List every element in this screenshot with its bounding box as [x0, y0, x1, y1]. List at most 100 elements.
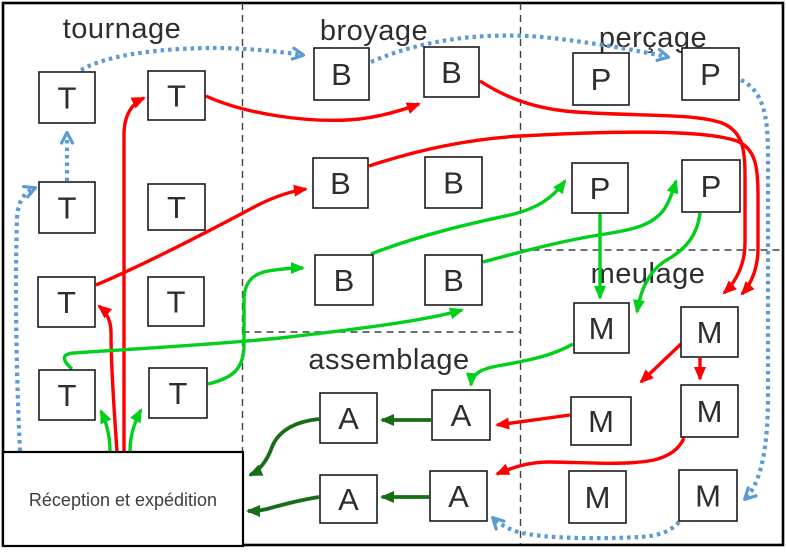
flow-route-green-P2R-to-M1L: [632, 212, 702, 314]
station-T4L-letter: T: [58, 378, 77, 413]
station-T1R-letter: T: [167, 79, 186, 114]
flow-route-green-B3L-to-P2L: [370, 179, 567, 256]
station-T4R: T: [148, 367, 208, 419]
flow-route-red-reception-to-T3L: [97, 304, 119, 452]
station-T4R-box: [148, 367, 208, 419]
flow-route-darkgreen-A1L-to-reception: [248, 417, 320, 477]
station-T3L: T: [37, 276, 96, 328]
flow-route-blue-B1L-to-P1R: [370, 33, 671, 64]
flow-route-darkgreen-A2L-to-reception: [246, 495, 320, 517]
station-P1L: P: [572, 52, 630, 106]
station-B3L: B: [314, 254, 374, 306]
station-M1R-box: [680, 306, 739, 358]
station-M3L-box: [568, 470, 627, 524]
station-T2L-letter: T: [58, 191, 77, 226]
station-B2R-letter: B: [443, 166, 464, 201]
flow-route-blue-M3R-to-A2R: [491, 516, 681, 541]
flow-route-blue-P1R-to-M3R: [739, 78, 771, 501]
flow-route-red-M1R-to-M2L: [639, 341, 684, 384]
station-M1L-letter: M: [589, 311, 615, 346]
reception-box: [1, 450, 245, 548]
station-B2L: B: [312, 157, 369, 209]
station-M2L: M: [570, 396, 632, 446]
station-T1L-letter: T: [58, 81, 77, 116]
station-T3L-letter: T: [57, 285, 76, 320]
station-T2L-box: [38, 181, 96, 234]
reception-label: Réception et expédition: [29, 490, 217, 510]
route-darkgreen: [246, 414, 431, 517]
station-B3R: B: [424, 254, 483, 306]
station-B2L-box: [312, 157, 369, 209]
station-M1R-letter: M: [697, 315, 723, 350]
station-P2R-box: [681, 159, 741, 213]
station-T2L: T: [38, 181, 96, 234]
station-B1L-box: [313, 47, 370, 101]
station-B1L-letter: B: [331, 57, 352, 92]
station-B1R-letter: B: [441, 55, 462, 90]
station-T1R-box: [147, 70, 206, 121]
station-B2R-box: [424, 156, 483, 209]
station-P2R-letter: P: [701, 169, 722, 204]
flow-route-red-reception-to-T1R: [122, 96, 146, 451]
flow-route-green-B3R-to-P2R: [482, 179, 679, 264]
flow-route-red-B2L-to-M1R: [368, 130, 760, 296]
station-P2R: P: [681, 159, 741, 213]
flow-route-green-reception-to-T4R: [128, 408, 143, 452]
station-A1R-box: [431, 389, 491, 441]
station-T3R-box: [147, 276, 205, 327]
station-A2L-letter: A: [338, 482, 359, 517]
station-M3L-letter: M: [585, 480, 611, 515]
station-B1L: B: [313, 47, 370, 101]
flow-route-green-M1L-to-A1R: [465, 342, 574, 387]
route-blue: [13, 33, 771, 541]
station-M2R-box: [680, 384, 739, 438]
station-P1R-letter: P: [700, 57, 721, 92]
station-T3L-box: [37, 276, 96, 328]
station-P1R: P: [681, 47, 740, 101]
station-A1L-box: [319, 392, 378, 444]
flow-route-red-B1R-to-M1R: [479, 79, 747, 295]
station-M3R-letter: M: [695, 479, 721, 514]
station-B1R-box: [423, 46, 480, 98]
zone-label-tournage: tournage: [63, 13, 182, 45]
flow-route-red-T3L-to-B2L: [95, 184, 308, 287]
station-M2L-letter: M: [588, 404, 614, 439]
station-M1R: M: [680, 306, 739, 358]
station-B3L-box: [314, 254, 374, 306]
station-A2L-box: [319, 474, 378, 524]
station-A2R-letter: A: [448, 479, 469, 514]
station-A1L: A: [319, 392, 378, 444]
station-T1R: T: [147, 70, 206, 121]
station-A2R-box: [429, 470, 488, 522]
flow-route-green-T4L-to-B3R: [62, 307, 464, 371]
station-A1L-letter: A: [338, 401, 359, 436]
flow-route-blue-reception-to-T2L: [13, 185, 38, 452]
station-P2L-letter: P: [590, 171, 611, 206]
station-T4R-letter: T: [169, 376, 188, 411]
station-M1L: M: [573, 302, 630, 354]
station-P1R-box: [681, 47, 740, 101]
zone-label-assemblage: assemblage: [308, 344, 469, 376]
zone-label-broyage: broyage: [320, 15, 428, 47]
station-M2R-letter: M: [697, 394, 723, 429]
station-B3R-letter: B: [443, 263, 464, 298]
flow-route-green-reception-to-T4L: [99, 409, 112, 452]
station-T2R: T: [147, 183, 206, 231]
station-T4L: T: [38, 369, 96, 421]
route-green: [62, 179, 702, 452]
flow-route-blue-T1L-to-B1L: [79, 45, 306, 72]
station-B3L-letter: B: [334, 263, 355, 298]
station-P2L: P: [571, 162, 629, 214]
station-M3L: M: [568, 470, 627, 524]
station-B3R-box: [424, 254, 483, 306]
flow-route-red-M2L-to-A1R: [495, 413, 571, 430]
flow-route-green-T4R-to-B3L: [207, 262, 305, 386]
flow-route-red-M2R-to-A2R: [495, 437, 686, 476]
station-M2R: M: [680, 384, 739, 438]
station-P1L-box: [572, 52, 630, 106]
station-P2L-box: [571, 162, 629, 214]
station-M1L-box: [573, 302, 630, 354]
